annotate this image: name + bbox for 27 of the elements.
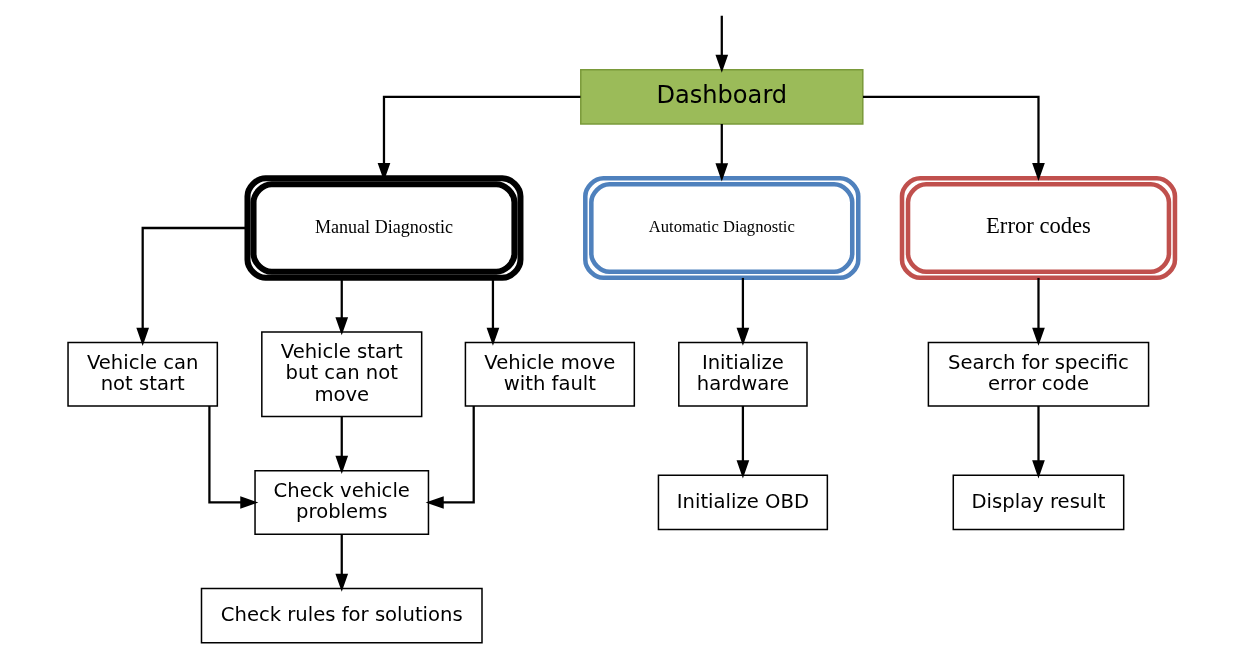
node-box: Display result bbox=[952, 474, 1125, 531]
arrow bbox=[136, 226, 248, 346]
arrow bbox=[335, 416, 349, 474]
node-box: Vehicle can not start bbox=[67, 341, 219, 407]
arrow bbox=[1032, 405, 1045, 479]
arrow bbox=[425, 405, 475, 509]
node-box: Automatic Diagnostic bbox=[583, 175, 861, 281]
node-box: Manual Diagnostic bbox=[244, 175, 524, 281]
arrow bbox=[863, 95, 1045, 182]
node-box: Search for specific error code bbox=[927, 341, 1150, 407]
node-box: Vehicle start but can not move bbox=[261, 331, 423, 418]
arrow bbox=[715, 124, 729, 182]
arrow bbox=[335, 534, 349, 592]
arrow bbox=[335, 277, 349, 336]
arrow bbox=[486, 277, 500, 346]
node-box: Initialize OBD bbox=[657, 474, 829, 531]
node-box: Initialize hardware bbox=[678, 341, 808, 407]
node-box: Dashboard bbox=[580, 68, 864, 125]
arrow bbox=[715, 15, 729, 73]
arrow bbox=[208, 405, 259, 509]
node-box: Vehicle move with fault bbox=[464, 341, 636, 407]
node-box: Error codes bbox=[899, 175, 1178, 281]
arrow bbox=[736, 277, 750, 346]
arrow bbox=[736, 405, 750, 479]
node-box: Check rules for solutions bbox=[200, 587, 483, 644]
node-box: Check vehicle problems bbox=[254, 470, 430, 535]
arrow bbox=[1032, 277, 1045, 346]
